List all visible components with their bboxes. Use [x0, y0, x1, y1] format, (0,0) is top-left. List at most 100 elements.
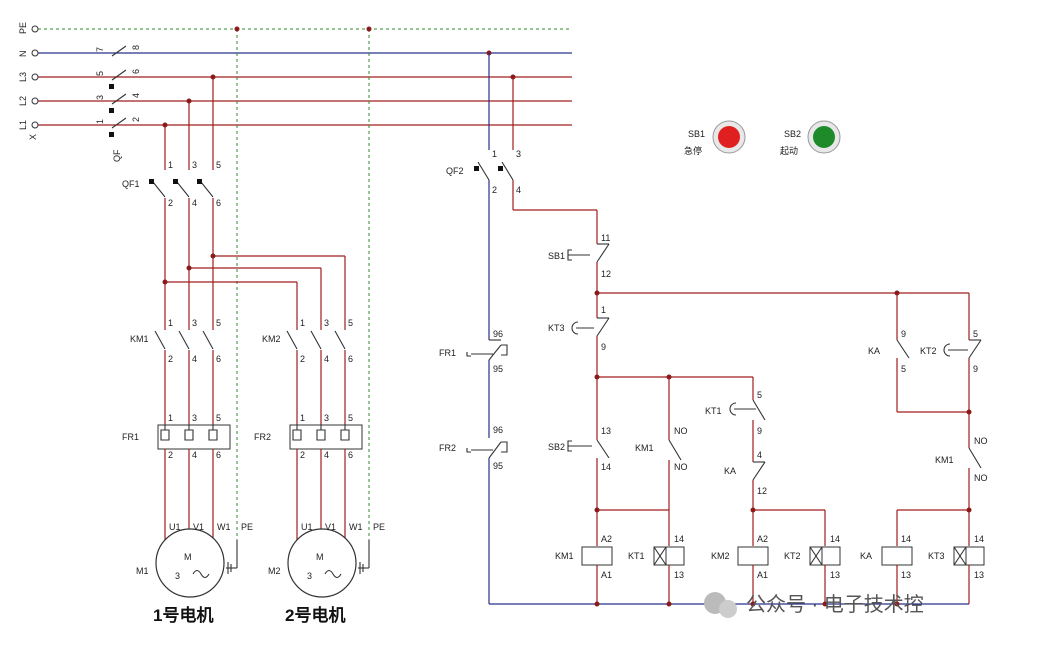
svg-text:9: 9 — [973, 364, 978, 374]
svg-text:NO: NO — [674, 462, 688, 472]
l1-label: L1 — [18, 120, 28, 130]
svg-text:NO: NO — [974, 473, 988, 483]
svg-text:6: 6 — [131, 69, 141, 74]
kt1-no-contact: KT1 5 9 — [705, 390, 766, 436]
svg-text:6: 6 — [348, 450, 353, 460]
svg-text:A2: A2 — [601, 534, 612, 544]
svg-text:3: 3 — [192, 318, 197, 328]
svg-text:14: 14 — [830, 534, 840, 544]
svg-text:4: 4 — [324, 450, 329, 460]
svg-text:PE: PE — [373, 522, 385, 532]
km1-main-contacts: KM1 1 3 5 2 4 6 — [130, 318, 221, 364]
coil-kt2: KT2 14 13 — [784, 534, 841, 580]
svg-text:4: 4 — [757, 450, 762, 460]
svg-text:13: 13 — [830, 570, 840, 580]
ka-nc-contact: KA 4 12 — [724, 450, 767, 496]
svg-text:14: 14 — [601, 462, 611, 472]
kt2-nc-contact: KT2 5 9 — [920, 329, 982, 374]
pe-label: PE — [18, 22, 28, 34]
fr1-nc-contact: FR1 96 95 — [439, 329, 508, 374]
svg-text:PE: PE — [241, 522, 253, 532]
svg-text:SB1: SB1 — [688, 129, 705, 139]
svg-text:6: 6 — [216, 450, 221, 460]
svg-text:A2: A2 — [757, 534, 768, 544]
svg-text:M: M — [316, 552, 324, 562]
x-label: X — [28, 134, 38, 140]
svg-text:96: 96 — [493, 329, 503, 339]
sb1-stop-contact: SB1 11 12 — [548, 233, 611, 279]
svg-text:9: 9 — [601, 342, 606, 352]
svg-text:1: 1 — [168, 318, 173, 328]
svg-text:96: 96 — [493, 425, 503, 435]
coil-ka: KA 14 13 — [860, 534, 913, 580]
svg-text:M: M — [184, 552, 192, 562]
ka-no-contact: KA 9 5 — [868, 329, 910, 374]
svg-text:SB2: SB2 — [548, 442, 565, 452]
start-button-sb2[interactable]: SB2 起动 — [780, 120, 841, 156]
svg-text:3: 3 — [324, 413, 329, 423]
svg-text:M2: M2 — [268, 566, 281, 576]
svg-text:KT2: KT2 — [784, 551, 801, 561]
svg-text:12: 12 — [757, 486, 767, 496]
svg-text:5: 5 — [348, 318, 353, 328]
svg-text:急停: 急停 — [684, 145, 702, 156]
svg-text:KA: KA — [860, 551, 872, 561]
coil-km2: KM2 A2 A1 — [711, 534, 769, 580]
svg-text:FR1: FR1 — [439, 348, 456, 358]
svg-text:V1: V1 — [193, 522, 204, 532]
svg-text:5: 5 — [216, 160, 221, 170]
svg-text:A1: A1 — [601, 570, 612, 580]
n-label: N — [18, 51, 28, 58]
svg-text:1: 1 — [168, 413, 173, 423]
motor-2-caption: 2号电机 — [285, 605, 345, 625]
coil-kt1: KT1 14 13 — [628, 534, 685, 580]
fr1-thermal-relay: FR1 1 3 5 2 4 6 — [122, 413, 231, 460]
svg-text:3: 3 — [175, 571, 180, 581]
svg-text:12: 12 — [601, 269, 611, 279]
svg-text:1: 1 — [492, 149, 497, 159]
svg-text:1: 1 — [95, 119, 105, 124]
svg-text:4: 4 — [192, 354, 197, 364]
kt3-nc-contact: KT3 1 9 — [548, 305, 610, 352]
qf2-breaker: QF2 1 3 2 4 — [446, 149, 521, 195]
svg-text:3: 3 — [307, 571, 312, 581]
svg-text:5: 5 — [973, 329, 978, 339]
svg-text:W1: W1 — [217, 522, 231, 532]
svg-text:W1: W1 — [349, 522, 363, 532]
svg-text:2: 2 — [168, 354, 173, 364]
svg-text:3: 3 — [516, 149, 521, 159]
qf-label: QF — [112, 149, 122, 162]
svg-text:13: 13 — [601, 426, 611, 436]
svg-text:5: 5 — [757, 390, 762, 400]
svg-text:SB2: SB2 — [784, 129, 801, 139]
svg-text:NO: NO — [974, 436, 988, 446]
fr2-nc-contact: FR2 96 95 — [439, 425, 508, 471]
svg-text:KT1: KT1 — [705, 406, 722, 416]
stop-button-sb1[interactable]: SB1 急停 — [684, 120, 746, 156]
svg-text:1: 1 — [601, 305, 606, 315]
l3-label: L3 — [18, 72, 28, 82]
svg-text:95: 95 — [493, 461, 503, 471]
svg-text:5: 5 — [348, 413, 353, 423]
svg-text:3: 3 — [192, 160, 197, 170]
svg-text:5: 5 — [95, 71, 105, 76]
svg-text:3: 3 — [324, 318, 329, 328]
km1-hold-contact: KM1 NO NO — [635, 377, 688, 546]
svg-text:5: 5 — [216, 318, 221, 328]
svg-text:2: 2 — [168, 198, 173, 208]
svg-text:KM1: KM1 — [555, 551, 574, 561]
power-bus: PE N L3 L2 L1 X QF — [18, 22, 572, 162]
svg-text:3: 3 — [95, 95, 105, 100]
coil-kt3: KT3 14 13 — [928, 534, 985, 580]
svg-text:9: 9 — [757, 426, 762, 436]
svg-text:2: 2 — [492, 185, 497, 195]
svg-text:8: 8 — [131, 45, 141, 50]
svg-text:1: 1 — [300, 413, 305, 423]
svg-text:6: 6 — [348, 354, 353, 364]
svg-text:9: 9 — [901, 329, 906, 339]
watermark: 公众号 · 电子技术控 — [704, 592, 924, 618]
l2-label: L2 — [18, 96, 28, 106]
svg-text:2: 2 — [168, 450, 173, 460]
svg-text:14: 14 — [901, 534, 911, 544]
